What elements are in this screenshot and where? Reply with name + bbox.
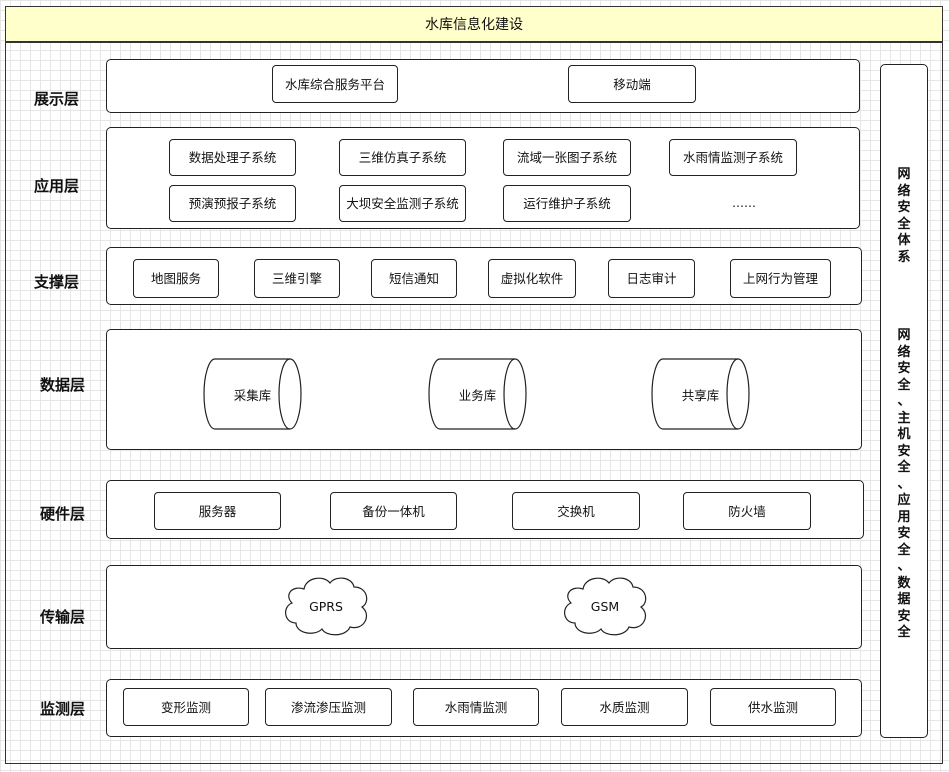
layer-label-data: 数据层: [40, 376, 86, 394]
node-water-supply: 供水监测: [710, 688, 836, 726]
node-forecast: 预演预报子系统: [169, 185, 296, 222]
node-basin-map: 流域一张图子系统: [503, 139, 631, 176]
cloud-icon: [285, 577, 368, 636]
db-business-label: 业务库: [458, 387, 497, 403]
cylinder-icon: [651, 358, 750, 430]
db-collect: 采集库: [203, 358, 302, 430]
security-panel: 网络安全体系 网络安全、主机安全、应用安全、数据安全: [880, 64, 928, 738]
layer-display: [106, 59, 860, 113]
cylinder-icon: [428, 358, 527, 430]
node-switch: 交换机: [512, 492, 640, 530]
node-sms: 短信通知: [371, 259, 457, 298]
layer-label-support: 支撑层: [34, 273, 80, 291]
cloud-icon: [564, 577, 647, 636]
node-maintenance: 运行维护子系统: [503, 185, 631, 222]
node-water-rain: 水雨情监测: [413, 688, 539, 726]
node-water-quality: 水质监测: [561, 688, 688, 726]
layer-label-transport: 传输层: [40, 608, 86, 626]
node-backup: 备份一体机: [330, 492, 457, 530]
node-web-behavior: 上网行为管理: [730, 259, 831, 298]
node-3d-engine: 三维引擎: [254, 259, 340, 298]
layer-transport: [106, 565, 862, 649]
node-mobile: 移动端: [568, 65, 696, 103]
security-detail: 网络安全、主机安全、应用安全、数据安全: [897, 328, 911, 640]
db-collect-label: 采集库: [233, 387, 272, 403]
application-more: ……: [732, 196, 756, 210]
cloud-gsm-label: GSM: [590, 598, 620, 614]
db-shared: 共享库: [651, 358, 750, 430]
page-title: 水库信息化建设: [5, 6, 943, 42]
layer-label-display: 展示层: [34, 90, 80, 108]
cylinder-icon: [203, 358, 302, 430]
node-dam-safety: 大坝安全监测子系统: [339, 185, 466, 222]
node-seepage: 渗流渗压监测: [265, 688, 392, 726]
node-data-processing: 数据处理子系统: [169, 139, 296, 176]
node-3d-simulation: 三维仿真子系统: [339, 139, 466, 176]
node-firewall: 防火墙: [683, 492, 811, 530]
node-service-platform: 水库综合服务平台: [272, 65, 398, 103]
node-deformation: 变形监测: [123, 688, 249, 726]
cloud-gsm: GSM: [559, 573, 651, 639]
title-text: 水库信息化建设: [425, 17, 523, 33]
diagram-frame: [5, 42, 943, 764]
layer-label-application: 应用层: [34, 177, 80, 195]
layer-label-monitoring: 监测层: [40, 700, 86, 718]
security-title: 网络安全体系: [897, 167, 911, 265]
cloud-gprs-label: GPRS: [309, 598, 343, 614]
node-server: 服务器: [154, 492, 281, 530]
cloud-gprs: GPRS: [280, 573, 372, 639]
db-business: 业务库: [428, 358, 527, 430]
layer-label-hardware: 硬件层: [40, 505, 86, 523]
node-virtualization: 虚拟化软件: [488, 259, 576, 298]
node-log-audit: 日志审计: [608, 259, 695, 298]
node-map-service: 地图服务: [133, 259, 219, 298]
node-rain-monitoring: 水雨情监测子系统: [669, 139, 797, 176]
db-shared-label: 共享库: [681, 387, 720, 403]
